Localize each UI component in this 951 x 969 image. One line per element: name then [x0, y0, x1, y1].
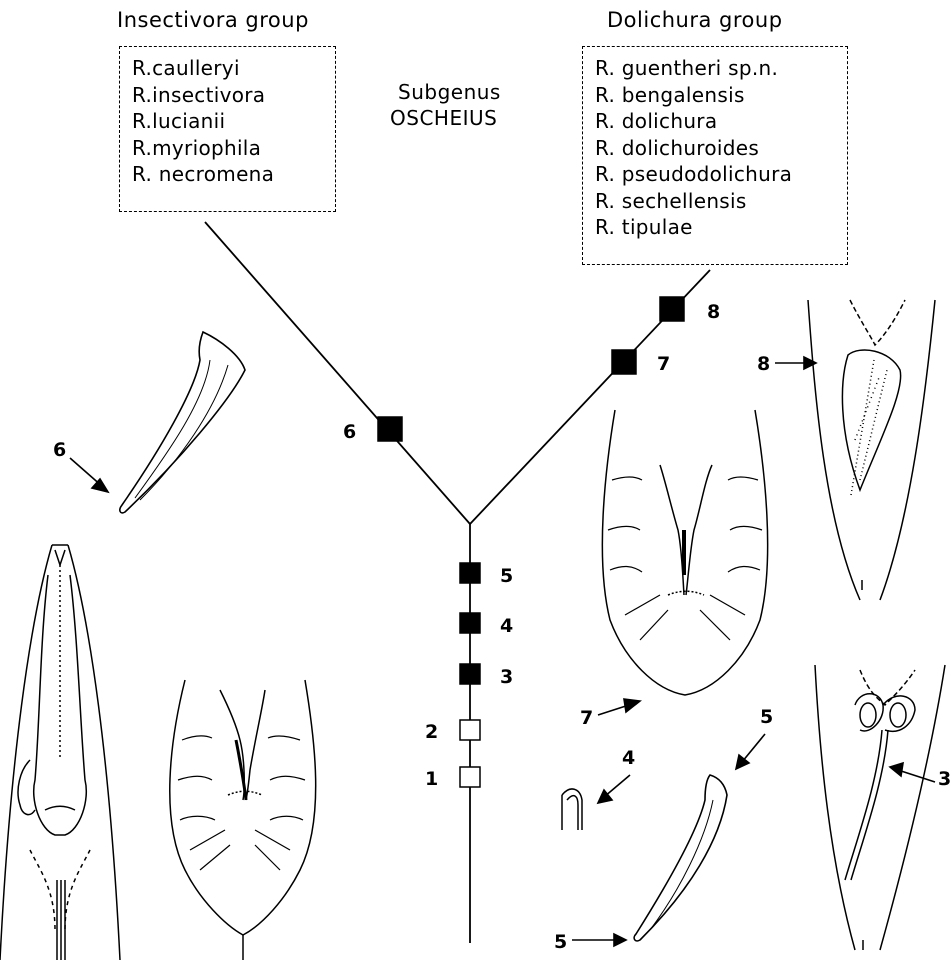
figure-label-5-bottom: 5	[554, 931, 567, 953]
character-marker-8	[660, 297, 684, 321]
character-label-8: 8	[707, 301, 720, 323]
tail-illustration-8	[808, 300, 935, 600]
arrow-3	[890, 763, 935, 782]
spicule-illustration-6	[120, 332, 245, 513]
figure-label-6: 6	[53, 439, 66, 461]
character-label-7: 7	[657, 353, 670, 375]
character-label-5: 5	[500, 565, 513, 587]
character-label-6: 6	[343, 421, 356, 443]
tail-illustration-3	[815, 665, 945, 950]
spicule-illustration-5	[634, 775, 727, 941]
arrow-5-top	[736, 734, 765, 769]
male-tail-illustration-right	[602, 410, 767, 695]
character-marker-2	[460, 720, 480, 740]
character-label-4: 4	[500, 615, 513, 637]
figure-label-8: 8	[757, 353, 770, 375]
figure-label-7: 7	[580, 707, 593, 729]
character-marker-4	[460, 613, 480, 633]
arrow-5-bottom	[572, 934, 626, 946]
character-label-2: 2	[425, 721, 438, 743]
anterior-body-illustration	[0, 545, 120, 960]
figure-label-3: 3	[938, 768, 951, 790]
arrow-4	[598, 775, 630, 803]
character-marker-3	[460, 664, 480, 684]
character-label-1: 1	[425, 768, 438, 790]
arrow-8	[775, 357, 816, 369]
figure-label-4: 4	[622, 747, 635, 769]
character-label-3: 3	[500, 666, 513, 688]
arrow-6	[70, 458, 108, 492]
branch-insectivora	[205, 222, 470, 524]
character-marker-5	[460, 563, 480, 583]
hook-illustration-4	[562, 789, 582, 830]
figure-label-5-top: 5	[760, 706, 773, 728]
arrow-7	[598, 699, 640, 715]
male-tail-illustration-left	[170, 680, 316, 960]
character-marker-1	[460, 767, 480, 787]
character-marker-6	[378, 417, 402, 441]
character-marker-7	[612, 350, 636, 374]
